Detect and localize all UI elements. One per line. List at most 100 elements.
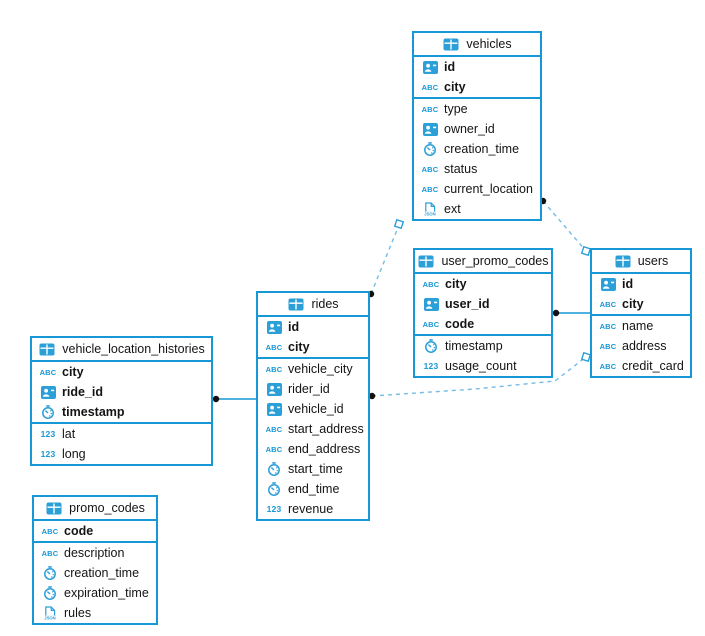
abc-text-type-icon: ABC	[39, 367, 57, 377]
relationship-vehicles-to-users[interactable]	[542, 200, 587, 252]
relationship-dot-endpoint	[368, 392, 376, 400]
number-type-icon: 123	[40, 449, 56, 459]
field-name: city	[444, 80, 466, 94]
relationship-dot-endpoint	[552, 309, 560, 317]
id-badge-icon	[265, 382, 283, 396]
table-header[interactable]: user_promo_codes	[415, 250, 551, 274]
field-name: code	[445, 317, 475, 331]
abc-text-type-icon: ABC	[599, 321, 617, 331]
field-row: ABC description	[34, 543, 156, 563]
field-row: ABC name	[592, 316, 690, 336]
field-row: ABC credit_card	[592, 356, 690, 376]
table-header[interactable]: vehicle_location_histories	[32, 338, 211, 362]
abc-text-type-icon: ABC	[599, 341, 617, 351]
table-name: users	[637, 254, 669, 268]
relationship-square-endpoint	[580, 351, 592, 363]
svg-text:JSON: JSON	[424, 211, 435, 216]
table-icon	[442, 38, 460, 51]
timestamp-type-icon	[41, 566, 59, 580]
abc-text-type-icon: ABC	[41, 548, 59, 558]
field-row: start_time	[258, 459, 368, 479]
relationship-dot-endpoint	[212, 395, 220, 403]
abc-text-type-icon: ABC	[421, 184, 439, 194]
relationship-rides-to-users[interactable]	[371, 356, 587, 397]
field-row: id	[414, 57, 540, 77]
table-name: vehicles	[466, 37, 512, 51]
table-header[interactable]: promo_codes	[34, 497, 156, 521]
relationship-square-endpoint	[393, 218, 405, 230]
field-name: address	[622, 339, 667, 353]
abc-text-type-icon: ABC	[265, 444, 283, 454]
field-row: ride_id	[32, 382, 211, 402]
relationship-rides-to-vehicles[interactable]	[370, 224, 400, 295]
field-name: description	[64, 546, 125, 560]
id-badge-icon	[421, 60, 439, 74]
field-row: ABC address	[592, 336, 690, 356]
field-row: creation_time	[414, 139, 540, 159]
json-type-icon: JSON	[421, 201, 439, 217]
field-name: user_id	[445, 297, 490, 311]
field-row: ABC city	[414, 77, 540, 97]
timestamp-type-icon	[421, 142, 439, 156]
abc-text-type-icon: ABC	[421, 164, 439, 174]
field-name: revenue	[288, 502, 334, 516]
table-header[interactable]: vehicles	[414, 33, 540, 57]
field-name: timestamp	[62, 405, 125, 419]
abc-text-type-icon: ABC	[41, 526, 59, 536]
field-name: lat	[62, 427, 76, 441]
abc-text-type-icon: ABC	[421, 82, 439, 92]
abc-text-type-icon: ABC	[265, 342, 283, 352]
timestamp-type-icon	[265, 482, 283, 496]
primary-key-section: ABC code	[34, 521, 156, 543]
table-icon	[417, 255, 435, 268]
field-name: end_time	[288, 482, 340, 496]
abc-text-type-icon: ABC	[599, 361, 617, 371]
id-badge-icon	[265, 320, 283, 334]
field-name: name	[622, 319, 654, 333]
number-type-icon: 123	[266, 504, 282, 514]
field-row: id	[258, 317, 368, 337]
field-name: city	[622, 297, 644, 311]
field-name: rules	[64, 606, 92, 620]
field-name: code	[64, 524, 94, 538]
field-row: user_id	[415, 294, 551, 314]
field-row: ABC status	[414, 159, 540, 179]
field-name: credit_card	[622, 359, 684, 373]
abc-text-type-icon: ABC	[599, 299, 617, 309]
table-icon	[45, 502, 63, 515]
field-row: ABC city	[592, 294, 690, 314]
id-badge-icon	[39, 385, 57, 399]
field-name: start_address	[288, 422, 364, 436]
table-header[interactable]: rides	[258, 293, 368, 317]
id-badge-icon	[422, 297, 440, 311]
field-name: status	[444, 162, 478, 176]
field-row: rider_id	[258, 379, 368, 399]
table-header[interactable]: users	[592, 250, 690, 274]
abc-text-type-icon: ABC	[265, 364, 283, 374]
